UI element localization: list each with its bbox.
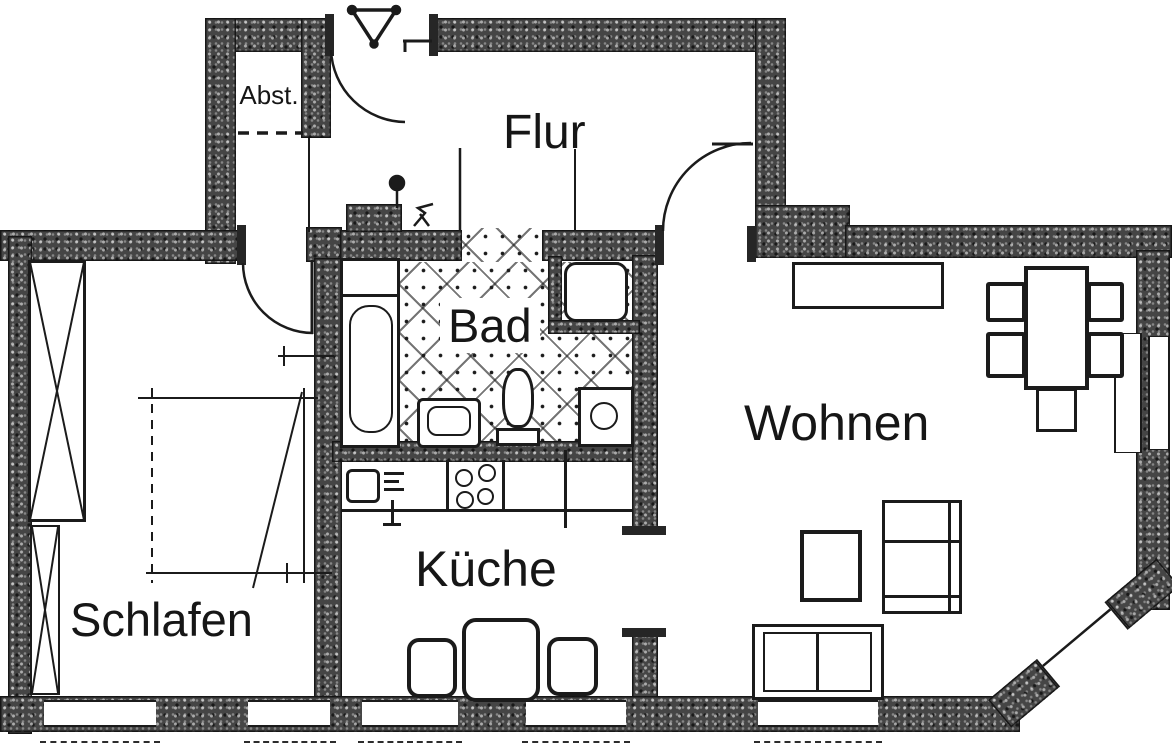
bidet-inner [427, 406, 471, 436]
entrance-door [329, 39, 432, 124]
wall-abst-left [205, 18, 236, 264]
window-sill-5 [754, 741, 882, 743]
cap-kueche-door-top [622, 526, 666, 535]
kueche-table [462, 618, 540, 702]
side-table [800, 530, 862, 602]
wall-junction-pier [306, 227, 342, 262]
cap-wohnen-door-left [655, 225, 664, 265]
window-sill-4 [522, 741, 630, 743]
stove-burner-2 [478, 464, 496, 482]
wohnen-chair-right-2 [1087, 332, 1124, 378]
schlafen-door [241, 260, 314, 335]
chimney-block [346, 204, 402, 232]
shelf-couch-line-3 [948, 503, 951, 611]
wall-sink-stub-v [548, 256, 562, 334]
window-wohnen-south [758, 700, 878, 727]
wall-kueche-wohnen-lower [632, 632, 658, 700]
faucet-line-3 [384, 488, 404, 491]
window-sill-2 [244, 741, 336, 743]
bed [138, 346, 334, 589]
cap-wohnen-door-right [747, 226, 756, 262]
wall-sink-stub-h [548, 320, 640, 334]
wall-top-flur [432, 18, 762, 52]
counter-front-edge [342, 509, 632, 512]
shelf-couch-line-1 [884, 540, 960, 543]
wohnen-chair-bottom [1036, 388, 1077, 432]
kitchen-sink [346, 469, 380, 503]
wall-bad-wohnen [632, 255, 658, 535]
stove-burner-1 [455, 469, 473, 487]
sideboard [792, 262, 944, 309]
window-sill-1 [40, 741, 160, 743]
room-label-abst: Abst. [239, 80, 299, 110]
faucet-line-1 [384, 472, 404, 475]
wohnen-chair-left-2 [986, 332, 1026, 378]
window-sill-3 [358, 741, 462, 743]
wardrobe-small [30, 525, 60, 695]
cap-entrance-right [429, 14, 438, 56]
wall-wohnen-top [845, 225, 1172, 258]
wall-schlafen-kueche [314, 258, 342, 700]
wall-flur-right [755, 18, 786, 216]
room-label-bad: Bad [440, 298, 540, 353]
counter-divider-2 [502, 460, 505, 510]
cap-schlafen-door [237, 225, 246, 265]
wall-bad-top-left [340, 230, 462, 261]
sketch-mark-icon [413, 202, 434, 227]
bad-door-tiles [460, 228, 542, 262]
window-kueche-2 [526, 700, 626, 727]
bathtub-inner [349, 305, 393, 433]
bathtub-shelf-line [342, 294, 398, 297]
faucet-line-2 [384, 480, 399, 483]
cap-kueche-door-bottom [622, 628, 666, 637]
sofa-divider [816, 634, 819, 690]
wall-schlafen-top [0, 230, 245, 261]
wall-diagonal [988, 558, 1172, 728]
wohnen-chair-right-1 [1087, 282, 1124, 322]
counter-divider-1 [446, 460, 449, 510]
room-label-schlafen: Schlafen [70, 593, 253, 646]
room-label-wohnen: Wohnen [744, 395, 930, 451]
entrance-marker-icon [346, 4, 402, 49]
kueche-chair-right [547, 637, 598, 696]
toilet-bowl [502, 368, 534, 428]
wall-step [755, 205, 850, 258]
wall-bad-kueche [332, 441, 658, 462]
window-kueche-1 [362, 700, 458, 727]
washing-machine-door [590, 402, 618, 430]
window-schlafen-1 [44, 700, 156, 727]
stove-burner-3 [456, 491, 474, 509]
diagonal-window [1035, 601, 1130, 688]
stove-burner-4 [477, 488, 494, 505]
room-label-kueche: Küche [415, 541, 557, 597]
bad-washbasin [564, 262, 628, 322]
window-schlafen-2 [248, 700, 330, 727]
faucet-stem-cap [383, 523, 401, 526]
wall-bad-top-right [542, 230, 662, 261]
wardrobe [28, 260, 86, 522]
wohnen-door [661, 141, 753, 232]
counter-divider-3 [564, 450, 567, 528]
toilet-tank [496, 428, 540, 446]
window-wohnen-east-inner [1114, 333, 1142, 453]
wohnen-dining-table [1024, 266, 1089, 390]
shelf-couch-line-2 [884, 595, 960, 598]
faucet-stem [391, 500, 394, 526]
cap-entrance-left [325, 14, 334, 56]
wall-abst-right-pier [301, 18, 331, 138]
bad-door-leaf [458, 148, 576, 231]
window-wohnen-east-outer [1148, 336, 1170, 450]
wohnen-chair-left-1 [986, 282, 1026, 322]
room-label-flur: Flur [503, 106, 586, 159]
kueche-chair-left [407, 638, 457, 698]
